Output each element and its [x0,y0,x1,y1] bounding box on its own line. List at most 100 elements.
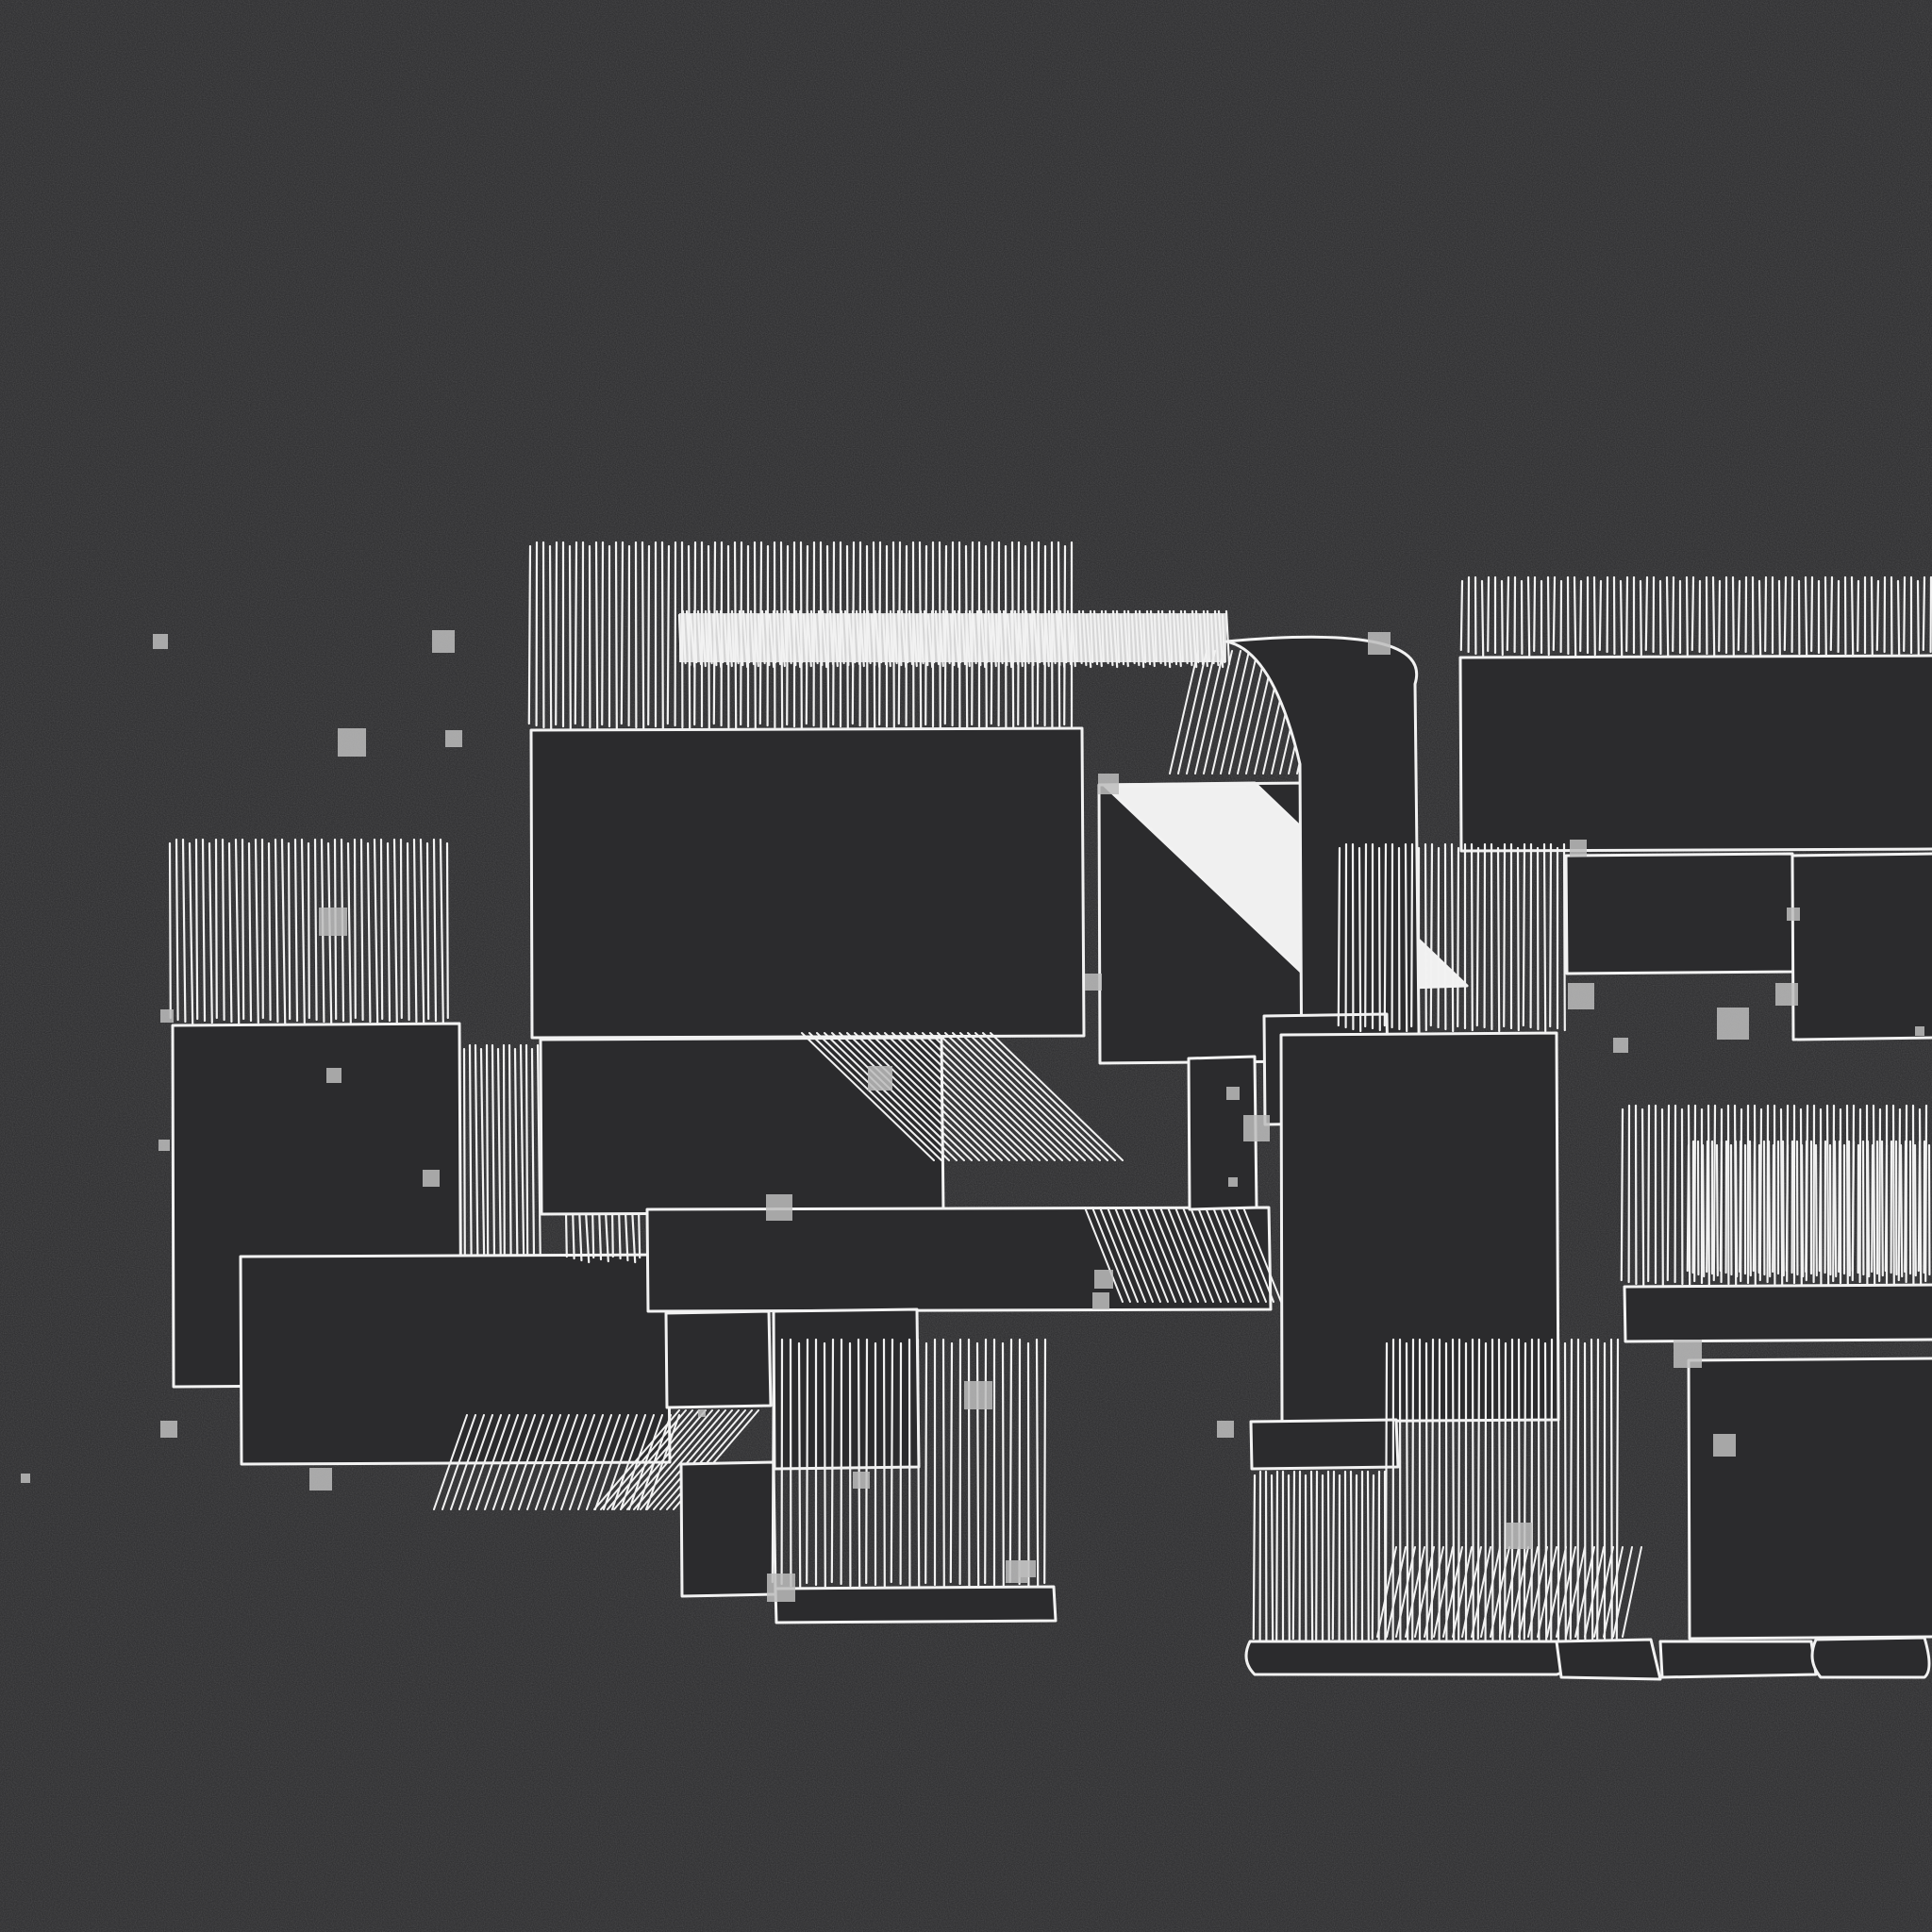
hatch-line [1123,609,1129,668]
hatch-line [492,1414,527,1510]
hatch-line [1596,1338,1600,1641]
hatch-line [1174,1207,1214,1303]
hatch-line [1884,1143,1889,1273]
hatch-line [552,1414,587,1510]
hatch-line [1503,842,1507,1028]
hatch-line [836,613,841,663]
hatch-line [586,1414,621,1510]
hatch-line [1800,1143,1805,1278]
hatch-line [924,1341,928,1585]
hatch-line [1810,575,1814,653]
hatch-line [1772,1143,1775,1274]
speck-square [868,1066,892,1091]
hatch-line [181,838,187,1024]
hatch-line [1672,575,1675,653]
hatch-line [1164,613,1172,669]
hatch-line [1429,842,1434,1027]
hatch-line [502,1043,506,1258]
hatch-line [1450,842,1455,1033]
hatch-line [855,609,861,666]
hatch-line [916,1338,921,1590]
hatch-line [711,613,718,667]
hatch-line [952,1032,1086,1161]
hatch-line [1028,613,1035,667]
speck-square [423,1170,440,1187]
speck-square [1674,1340,1702,1368]
hatch-line [1043,1338,1047,1585]
rounded-base [1810,1636,1931,1679]
hatch-line [1764,575,1768,653]
speck-square [160,1009,174,1023]
hatch-line [1818,1140,1823,1273]
hatch-line [1119,613,1125,666]
outline-box-right-bottom [1687,1357,1932,1641]
speck-square [767,1574,795,1602]
hatch-line [1055,609,1061,667]
hatch-line [772,609,777,664]
hatch-line [851,609,857,664]
hatch-line [1221,613,1226,664]
curved-shape [1224,635,1422,1115]
hatch-line [624,1209,629,1262]
hatch-line [1829,575,1834,652]
hatch-line [1337,846,1341,1027]
hatch-line [991,609,997,668]
hatch-line [1013,609,1020,666]
hatch-line [1556,1546,1576,1638]
hatch-line [1641,1108,1645,1288]
hatch-line [975,609,982,667]
hatch-line [1129,1207,1169,1303]
hatch-line [726,609,733,668]
hatch-line [287,841,291,1021]
hatch-line [568,544,572,730]
hatch-line [1182,1207,1222,1303]
hatch-line [1690,575,1695,652]
hatch-line [1866,1140,1871,1278]
hatch-line [734,613,740,665]
hatch-line [496,1047,502,1263]
hatch-line [907,1032,1041,1161]
hatch-line [1734,1140,1739,1278]
hatch-line [425,841,430,1021]
hatch-line [1287,1474,1291,1645]
hatch-line [1470,842,1474,1032]
hatch-line [1719,1140,1724,1273]
hatch-line [937,1032,1071,1161]
hatch-line [1546,1546,1567,1638]
speck-square [1915,1026,1924,1036]
hatch-line [603,1414,638,1510]
hatch-line [696,609,703,666]
hatch-line [715,609,723,669]
hatch-line [1685,575,1689,657]
hatch-line [659,1409,746,1510]
hatch-line [953,609,960,669]
hatch-line [919,609,924,665]
hatch-line [798,609,804,664]
hatch-line [1622,1546,1642,1638]
hatch-line [1666,1104,1671,1282]
hatch-line [441,1414,476,1510]
hatch-line [846,1032,980,1161]
hatch-line [779,613,786,668]
hatch-line [1737,579,1741,652]
hatch-line [1598,579,1603,652]
hatch-line [896,609,903,667]
hatch-line [247,841,253,1023]
hatch-line [1040,613,1046,666]
hatch-line [941,1338,945,1589]
hatch-line [617,1206,622,1260]
hatch-line [1309,1470,1314,1646]
hatch-line [885,609,891,668]
speck-square [445,730,462,747]
hatch-line [274,838,279,1024]
hatch-line [877,609,883,664]
hatch-line [300,838,306,1024]
hatch-line [560,1414,595,1510]
hatch-line [194,838,199,1021]
hatch-line [1024,609,1030,665]
hatch-line [1114,1207,1154,1303]
hatch-line [794,609,802,669]
hatch-line [227,841,233,1024]
hatch-line [1062,613,1068,664]
outline-box-center-large [529,726,1086,1040]
